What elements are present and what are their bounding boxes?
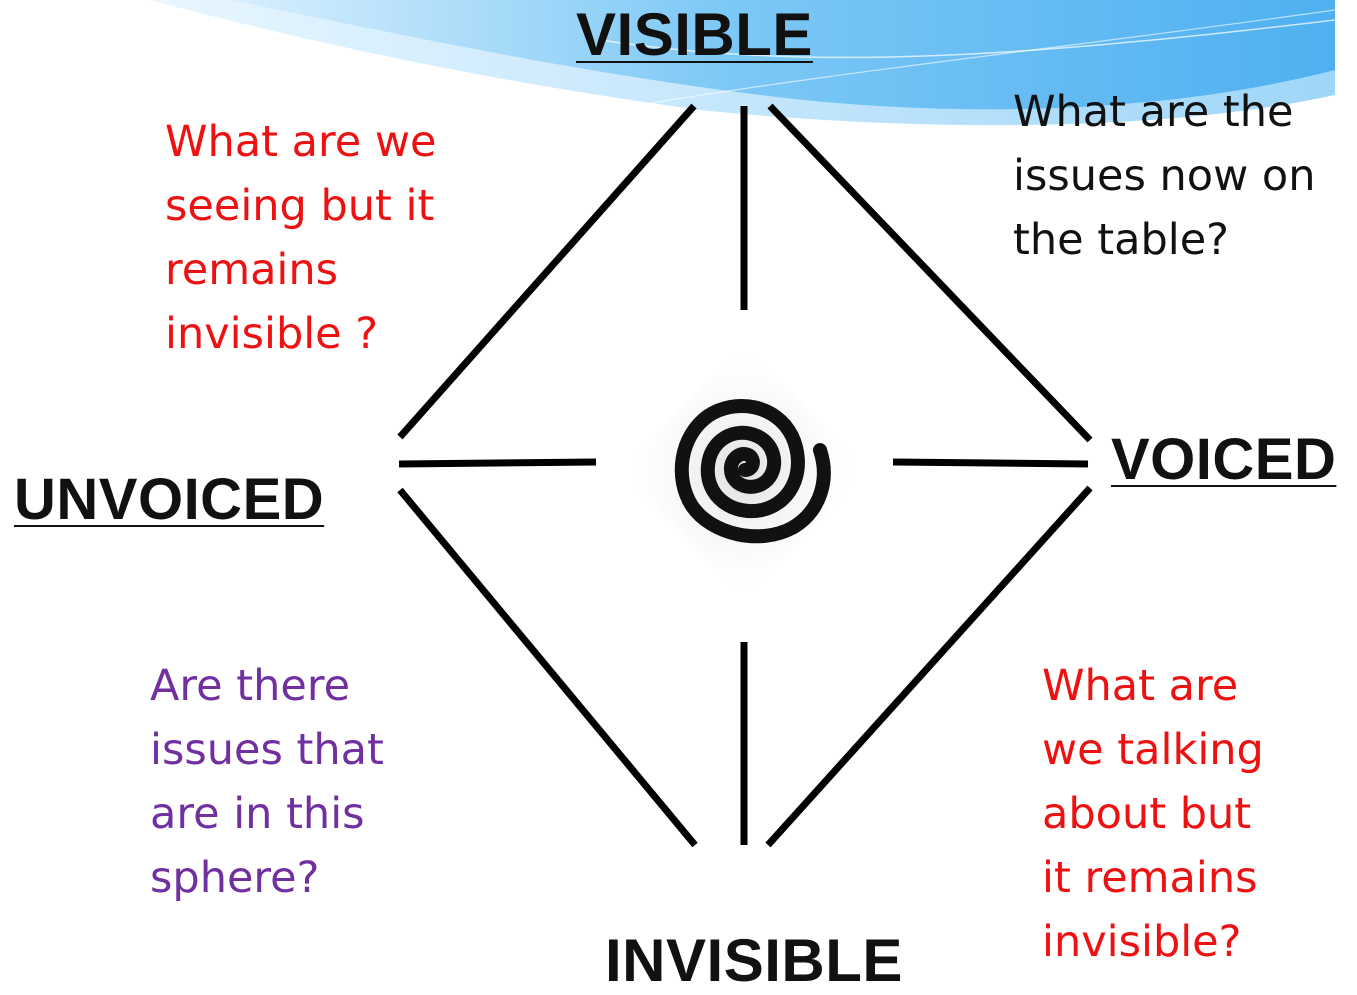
question-top-right: What are the issues now on the table? <box>1013 87 1316 265</box>
diamond-lines <box>397 103 1093 848</box>
question-top-left: What are we seeing but it remains invisi… <box>165 117 437 359</box>
axis-right <box>892 458 1089 468</box>
label-unvoiced: UNVOICED <box>14 467 325 532</box>
question-bottom-left: Are there issues that are in this sphere… <box>150 661 384 903</box>
label-visible: VISIBLE <box>576 1 813 68</box>
axis-left <box>398 458 597 468</box>
label-invisible: INVISIBLE <box>605 927 903 994</box>
line-bottom-left <box>397 487 698 848</box>
header-wave <box>150 0 1336 126</box>
question-bottom-right: What are we talking about but it remains… <box>1042 661 1264 967</box>
line-top-left <box>397 103 697 440</box>
line-bottom-right <box>765 485 1093 848</box>
label-voiced: VOICED <box>1111 427 1337 492</box>
spiral-icon <box>620 345 865 600</box>
line-top-right <box>767 103 1093 443</box>
